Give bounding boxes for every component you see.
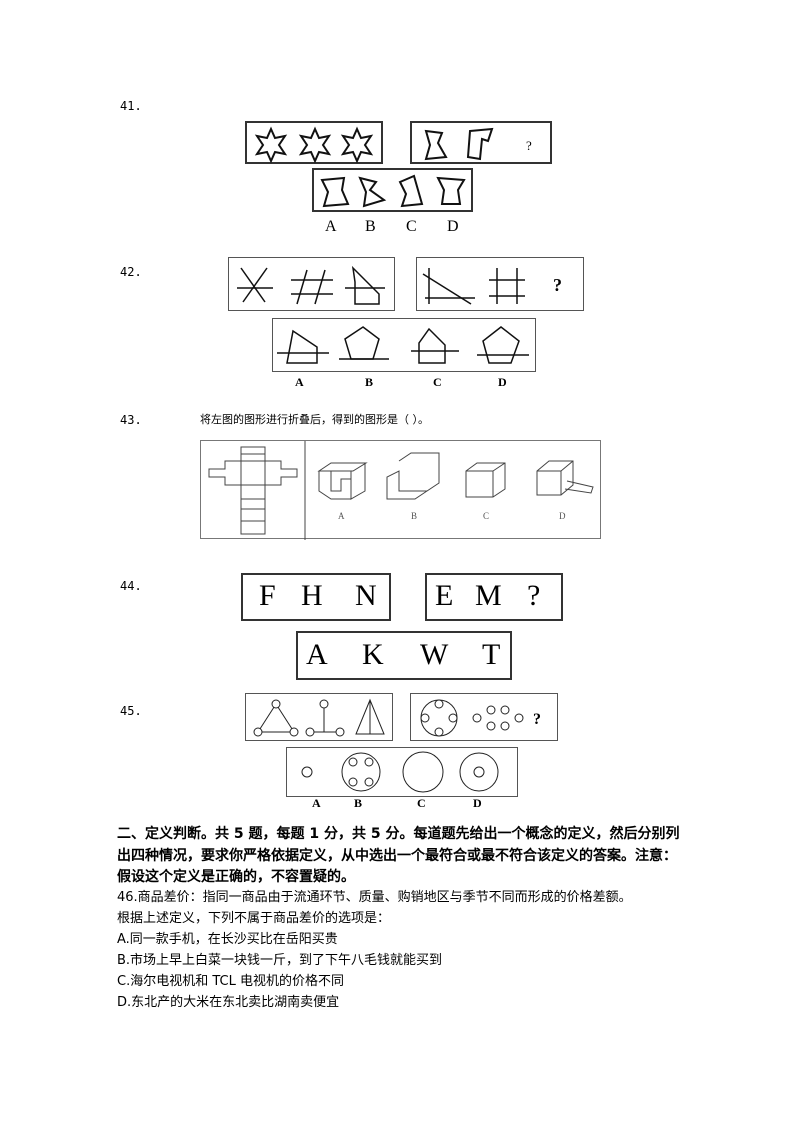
option-figures <box>301 751 499 793</box>
question-mark: ? <box>553 275 562 295</box>
q46-question: 根据上述定义，下列不属于商品差价的选项是： <box>117 911 391 926</box>
q46-option-b: B.市场上早上白菜一块钱一斤，到了下午八毛钱就能买到 <box>117 953 443 968</box>
letter: F <box>259 579 276 612</box>
q42-options <box>272 318 536 372</box>
question-number: 42. <box>120 265 142 279</box>
q42-sequence-1 <box>228 257 395 311</box>
q44-sequence-2: E M ? <box>425 573 563 621</box>
q45-sequence-2: ? <box>410 693 558 741</box>
option-label-d: D <box>498 375 507 389</box>
letter: H <box>301 579 323 612</box>
q45-sequence-1 <box>245 693 393 741</box>
question-mark: ? <box>526 138 532 153</box>
option-label-b: B <box>365 375 374 389</box>
option-c: W <box>420 638 449 671</box>
q41-sequence-2: ? <box>410 121 552 164</box>
option-label-c: C <box>406 218 417 235</box>
section-heading-line-2: 出四种情况，要求你严格依据定义，从中选出一个最符合或最不符合该定义的答案。注意： <box>117 848 677 864</box>
option-label-c: C <box>483 511 490 521</box>
star-shapes-figure <box>254 126 374 164</box>
node-figures <box>253 698 385 737</box>
option-figures <box>277 326 529 364</box>
option-label-d: D <box>559 511 566 521</box>
section-heading-line-3: 假设这个定义是正确的，不容置疑的。 <box>117 869 355 885</box>
option-label-c: C <box>433 375 442 389</box>
q41-options <box>312 168 473 212</box>
question-mark: ? <box>527 579 541 612</box>
line-figures <box>237 265 385 305</box>
q42-sequence-2: ? <box>416 257 584 311</box>
question-number: 44. <box>120 579 142 593</box>
question-mark: ? <box>533 711 541 728</box>
option-label-b: B <box>354 796 363 810</box>
letter: N <box>355 579 377 612</box>
node-figures: ? <box>420 699 541 737</box>
question-number: 45. <box>120 704 142 718</box>
q46-stem: 46.商品差价：指同一商品由于流通环节、质量、购销地区与季节不同而形成的价格差额… <box>117 890 632 905</box>
question-prompt: 将左图的图形进行折叠后，得到的图形是（ ）。 <box>200 413 429 426</box>
option-label-b: B <box>365 218 376 235</box>
q46-option-a: A.同一款手机，在长沙买比在岳阳买贵 <box>117 932 338 947</box>
option-d: T <box>482 638 501 671</box>
line-figures: ? <box>422 268 562 305</box>
q41-sequence-1 <box>245 121 383 164</box>
option-b: K <box>362 638 384 671</box>
q43-figure: A B C D <box>200 440 601 540</box>
section-heading-line-1: 二、定义判断。共 5 题，每题 1 分，共 5 分。每道题先给出一个概念的定义，… <box>117 826 680 842</box>
option-label-a: A <box>312 796 321 810</box>
option-label-c: C <box>417 796 426 810</box>
question-number: 43. <box>120 413 142 427</box>
q44-sequence-1: F H N <box>241 573 391 621</box>
option-label-d: D <box>447 218 459 235</box>
option-label-a: A <box>338 511 345 521</box>
option-label-d: D <box>473 796 482 810</box>
q46-option-d: D.东北产的大米在东北卖比湖南卖便宜 <box>117 995 340 1010</box>
letter: M <box>475 579 502 612</box>
arrow-shapes-figure: ? <box>424 127 532 161</box>
letter: E <box>435 579 454 612</box>
option-label-b: B <box>411 511 418 521</box>
folding-net-and-solids <box>208 441 594 540</box>
q44-options: A K W T <box>296 631 512 680</box>
option-label-a: A <box>295 375 304 389</box>
option-shapes-figure <box>320 174 466 208</box>
option-a: A <box>306 638 328 671</box>
option-label-a: A <box>325 218 337 235</box>
q46-option-c: C.海尔电视机和 TCL 电视机的价格不同 <box>117 974 344 989</box>
question-number: 41. <box>120 99 142 113</box>
q45-options <box>286 747 518 797</box>
